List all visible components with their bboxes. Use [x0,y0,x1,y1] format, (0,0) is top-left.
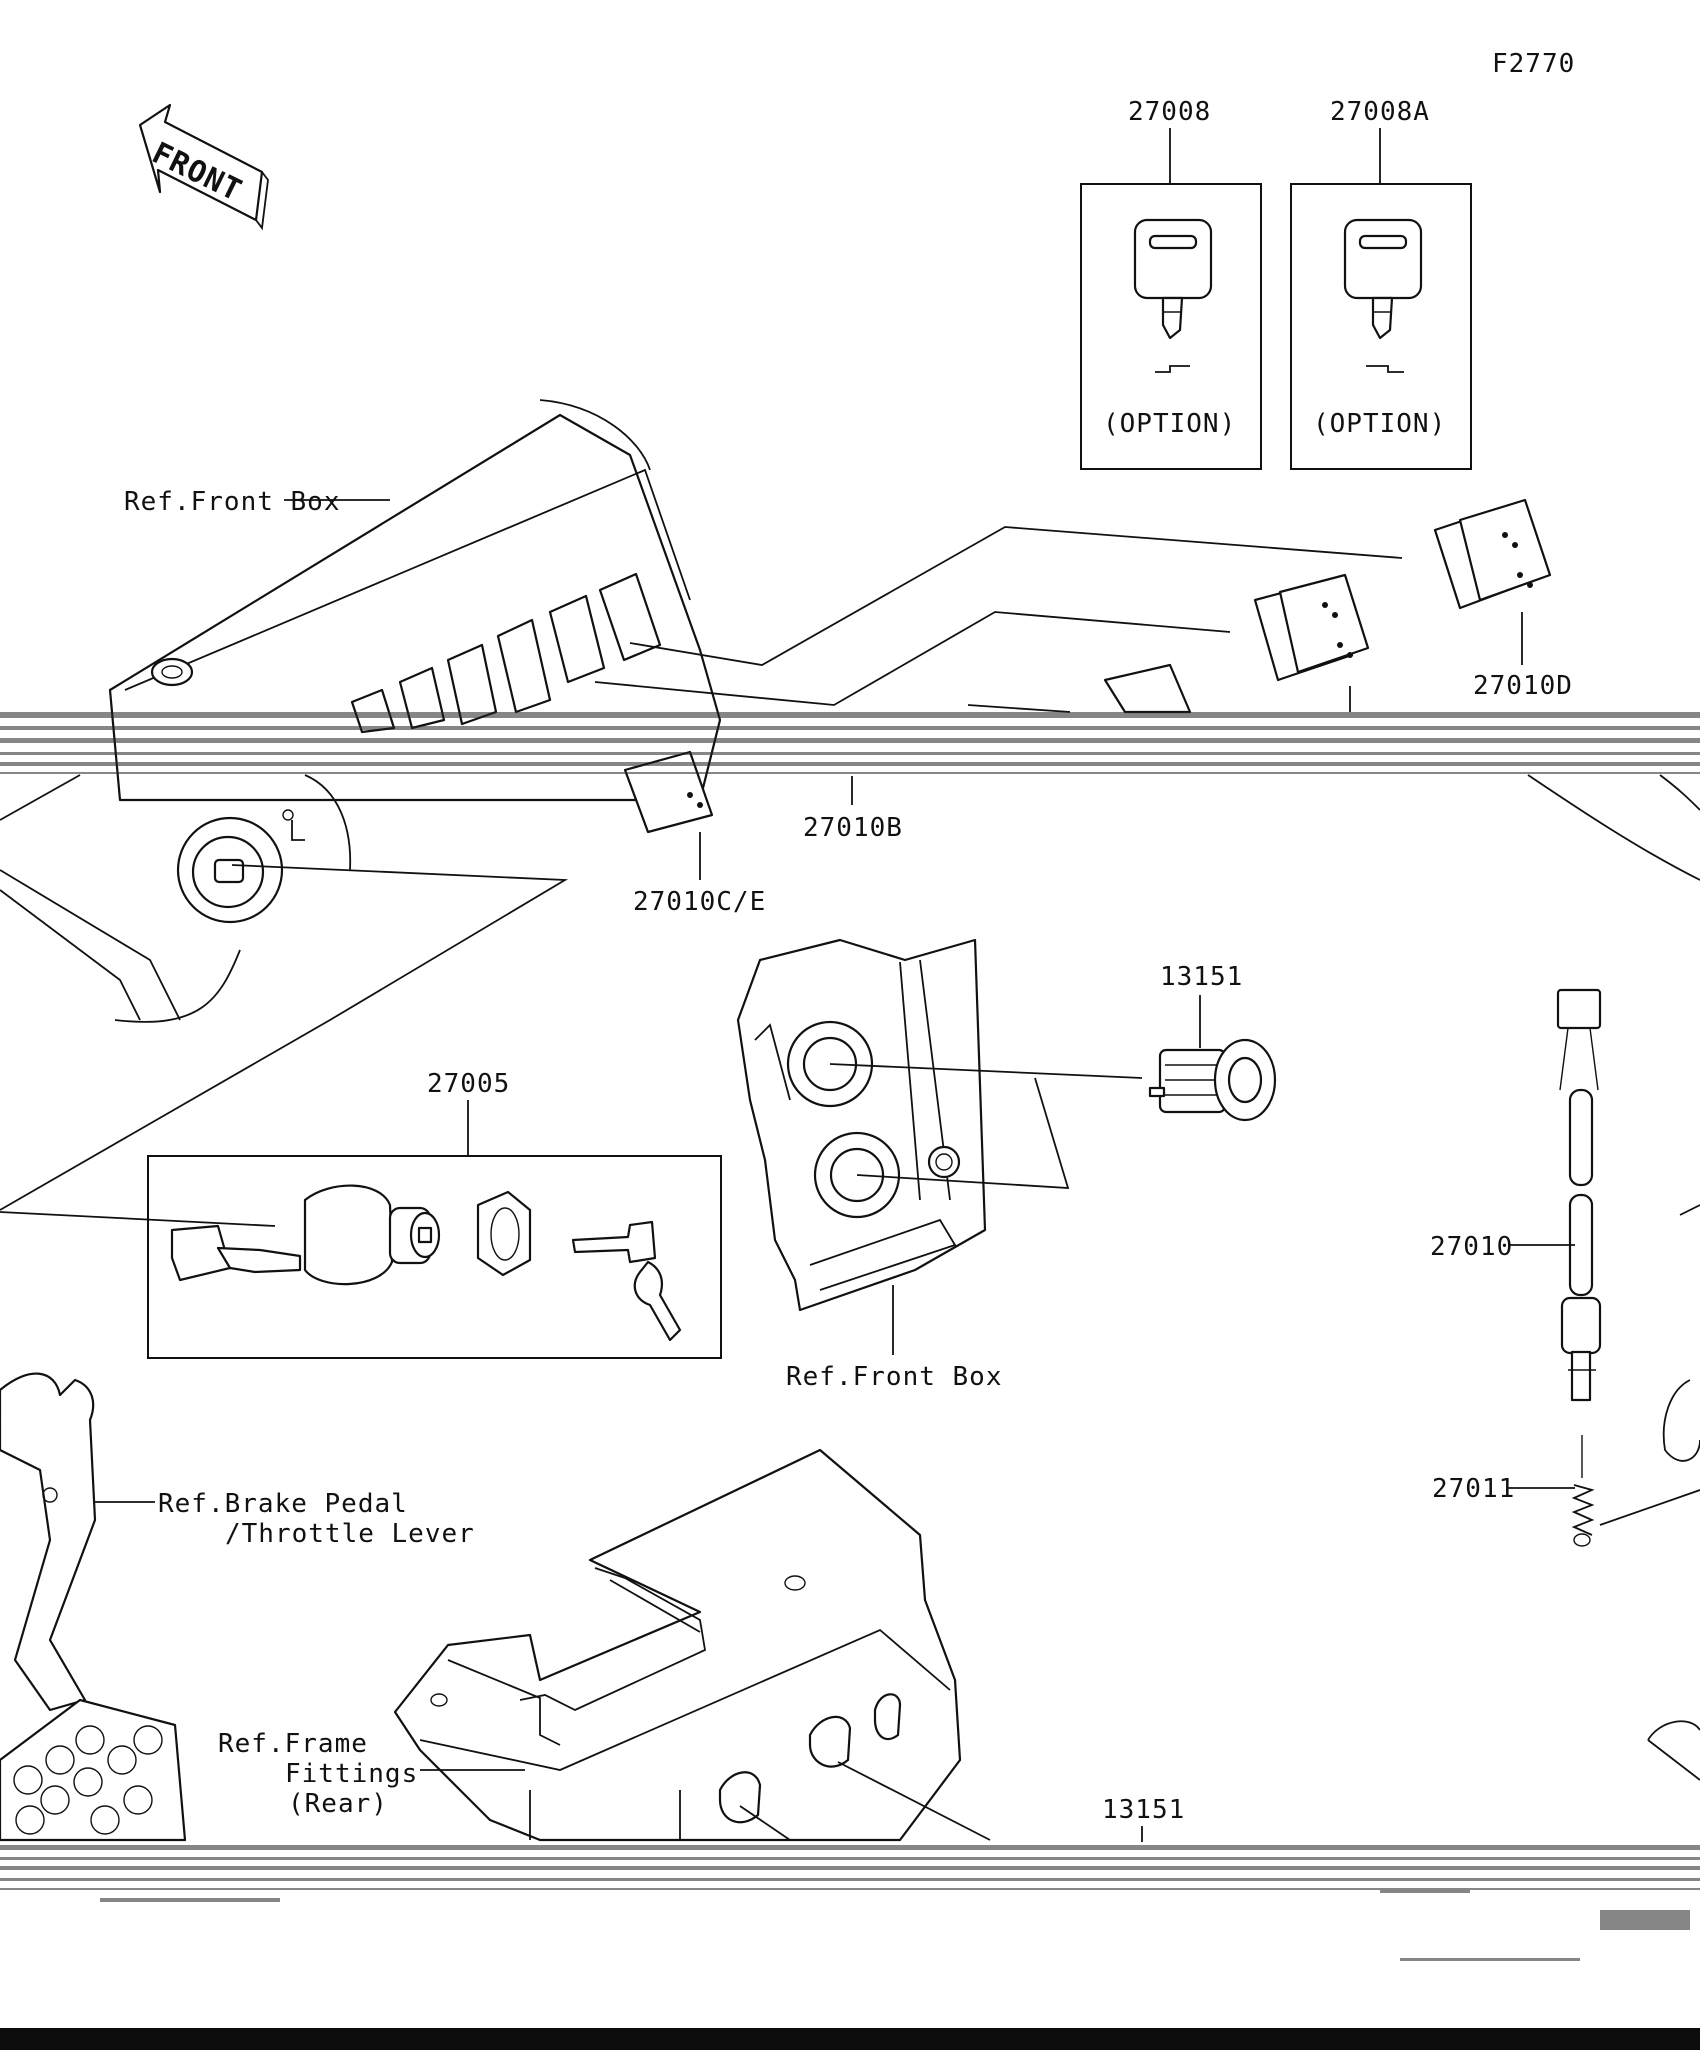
bottom-bar [0,2028,1700,2050]
label-27010b: 27010B [803,813,903,843]
rocker-switch-27010d [1433,498,1552,610]
option-label-1: (OPTION) [1103,409,1236,439]
ref-front-box-mid: Ref.Front Box [786,1362,1003,1392]
ignition-kit-box [147,1155,722,1359]
front-arrow-icon: FRONT [138,103,269,231]
label-27008a: 27008A [1330,97,1430,127]
switch-harness-27010 [1556,988,1602,1402]
front-box-dashboard [108,399,722,802]
accessory-socket-13151 [1148,1038,1277,1122]
ignition-panel [0,774,352,1023]
switch-slots [350,572,662,734]
rocker-switch-27010b [1253,573,1370,682]
key-icon [1343,218,1423,340]
label-13151-top: 13151 [1160,962,1243,992]
frame-fittings-rear [393,1448,962,1842]
ref-front-box-top: Ref.Front Box [124,487,341,517]
ref-frame-line3: (Rear) [288,1789,388,1819]
brake-pedal-throttle-lever [0,1372,187,1842]
scan-noise-band [0,1845,1700,1961]
label-27011: 27011 [1432,1474,1515,1504]
label-27010: 27010 [1430,1232,1513,1262]
key-option-27008a: 27008A (OPTION) [1290,97,1472,470]
key-icon [1133,218,1213,340]
ignition-keys-icon [571,1220,682,1342]
ref-frame-line2: Fittings [285,1759,418,1789]
ignition-nut [476,1190,532,1277]
ref-brake-line1: Ref.Brake Pedal [158,1489,408,1519]
label-27010d: 27010D [1473,671,1573,701]
spring-27011 [1571,1435,1595,1547]
scan-noise-band [0,712,1700,774]
option-label-2: (OPTION) [1313,409,1446,439]
label-27005: 27005 [427,1069,510,1099]
front-box-sockets [736,938,987,1312]
label-27008: 27008 [1128,97,1211,127]
ref-frame-line1: Ref.Frame [218,1729,368,1759]
ignition-switch-27005 [0,1184,441,1286]
diagram-id: F2770 [1492,49,1575,79]
label-13151-bottom: 13151 [1102,1795,1185,1825]
key-option-27008: 27008 (OPTION) [1080,97,1262,470]
ref-brake-line2: /Throttle Lever [225,1519,475,1549]
label-27010ce: 27010C/E [633,887,766,917]
